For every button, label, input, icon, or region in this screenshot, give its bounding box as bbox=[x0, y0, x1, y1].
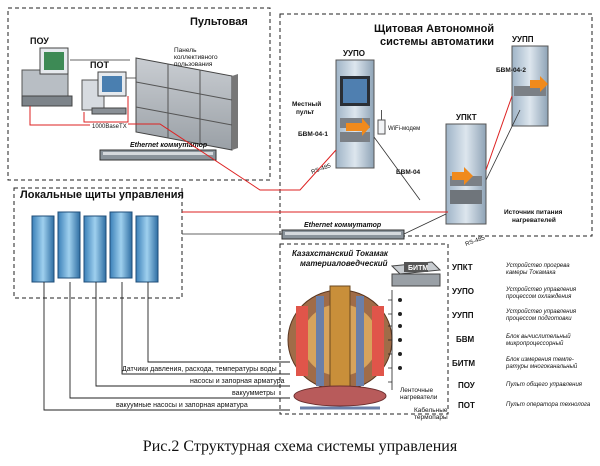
link-workstations bbox=[29, 96, 129, 126]
legend-desc-bitm-l1: Блок измерения темпе- bbox=[506, 357, 574, 363]
legend-abbr-uupo: УУПО bbox=[452, 287, 474, 296]
link-pou-panel bbox=[70, 59, 136, 79]
legend-abbr-uupp: УУПП bbox=[452, 311, 474, 320]
control-system-diagram: Пультовая Щитовая Автономной системы авт… bbox=[7, 7, 593, 421]
local-panel-label-l2: пульт bbox=[296, 109, 314, 116]
legend-desc-upkt-l2: камеры Токамака bbox=[506, 270, 556, 276]
wifi-modem-label: WiFi-модем bbox=[388, 126, 420, 132]
legend-desc-pou-l1: Пульт общего управления bbox=[506, 382, 583, 388]
upkt-label: УПКТ bbox=[456, 113, 477, 122]
pou-label: ПОУ bbox=[30, 36, 49, 46]
legend-desc-uupp-l2: процессом подготовки bbox=[506, 316, 572, 322]
legend-abbr-upkt: УПКТ bbox=[452, 263, 473, 272]
auto-cabinet-frame bbox=[279, 13, 593, 237]
bvm-04-label: БВМ-04 bbox=[396, 169, 421, 176]
tape-heaters-label-l1: Ленточные bbox=[400, 387, 433, 394]
rs485-label-b: RS-485 bbox=[465, 235, 487, 248]
wifi-modem bbox=[377, 110, 386, 135]
signal-sensors: Датчики давления, расхода, температуры в… bbox=[122, 366, 277, 373]
panel-label-l2: коллективного bbox=[174, 54, 218, 61]
local-panels-frame bbox=[13, 187, 183, 299]
power-source-label-l2: нагревателей bbox=[512, 216, 556, 224]
rs485-links bbox=[373, 109, 521, 201]
ethernet-switch-2 bbox=[281, 229, 405, 240]
power-source-label-l1: Источник питания bbox=[504, 209, 563, 216]
bitm-label: БИТМ bbox=[408, 265, 428, 272]
signal-pumps: насосы и запорная арматура bbox=[190, 378, 285, 385]
uupo-cabinet bbox=[335, 59, 375, 169]
panel-label-l3: пользования bbox=[174, 61, 213, 68]
tokamak-illustration bbox=[287, 285, 393, 410]
tokamak-title-l1: Казахстанский Токамак bbox=[292, 249, 389, 258]
legend-desc-uupo-l2: процессом охлаждения bbox=[506, 294, 572, 300]
figure-caption: Рис.2 Структурная схема системы управлен… bbox=[142, 438, 458, 455]
legend-abbr-pou: ПОУ bbox=[458, 381, 476, 390]
upkt-cabinet bbox=[445, 123, 487, 225]
legend-desc-upkt-l1: Устройство прогрева bbox=[505, 262, 570, 269]
ethernet-switch-1-label: Ethernet коммутатор bbox=[130, 142, 208, 149]
pou-workstation bbox=[21, 47, 73, 107]
ethernet-switch-1 bbox=[99, 149, 217, 161]
uupp-cabinet bbox=[511, 45, 549, 127]
local-panels-title: Локальные щиты управления bbox=[20, 189, 184, 201]
collective-use-panel bbox=[135, 57, 238, 151]
ethernet-switch-2-label: Ethernet коммутатор bbox=[304, 222, 382, 229]
legend-desc-uupo-l1: Устройство управления bbox=[505, 286, 577, 293]
tokamak-title-l2: материаловедческий bbox=[300, 259, 388, 268]
legend-desc-bvm-l2: микропроцессорный bbox=[506, 340, 564, 347]
auto-cabinet-title-l2: системы автоматики bbox=[380, 36, 494, 48]
console-room-title: Пультовая bbox=[190, 16, 248, 28]
cable-thermocouples-label-l1: Кабельные bbox=[414, 406, 448, 414]
sensor-terminals bbox=[398, 298, 402, 370]
local-control-racks bbox=[31, 211, 159, 283]
pot-workstation bbox=[81, 71, 127, 115]
legend-abbr-bitm: БИТМ bbox=[452, 359, 475, 368]
local-panel-label-l1: Местный bbox=[292, 100, 321, 108]
signal-lines bbox=[43, 282, 290, 411]
legend-abbr-pot: ПОТ bbox=[458, 401, 475, 410]
panel-label-l1: Панель bbox=[174, 47, 197, 54]
bitm-unit bbox=[390, 261, 442, 287]
legend-desc-pot-l1: Пульт оператора технолога bbox=[506, 402, 591, 408]
tokamak-frame bbox=[279, 243, 449, 415]
signal-vacuum-gauges: вакуумметры bbox=[232, 390, 275, 397]
legend-desc-bitm-l2: ратуры многоканальный bbox=[505, 363, 578, 370]
tape-heaters-label-l2: нагреватели bbox=[400, 394, 438, 401]
bvm-04-1-label: БВМ-04-1 bbox=[298, 131, 328, 138]
legend: УПКТ Устройство прогрева камеры Токамака… bbox=[452, 262, 591, 410]
base-tx-label: 1000BaseTX bbox=[92, 124, 127, 130]
legend-desc-uupp-l1: Устройство управления bbox=[505, 308, 577, 315]
uupp-label: УУПП bbox=[512, 35, 534, 44]
signal-vacuum-pumps: вакуумные насосы и запорная арматура bbox=[116, 402, 248, 409]
cable-thermocouples-label-l2: термопары bbox=[414, 414, 448, 421]
auto-cabinet-title-l1: Щитовая Автономной bbox=[374, 23, 494, 35]
switch-2-links bbox=[182, 213, 447, 235]
pot-label: ПОТ bbox=[90, 60, 109, 70]
legend-desc-bvm-l1: Блок вычислительный bbox=[506, 333, 571, 340]
legend-abbr-bvm: БВМ bbox=[456, 335, 475, 344]
bitm-sensor-wires bbox=[388, 290, 393, 390]
ethernet-links bbox=[128, 95, 513, 213]
bvm-04-2-label: БВМ-04-2 bbox=[496, 67, 526, 74]
uupo-label: УУПО bbox=[343, 49, 365, 58]
